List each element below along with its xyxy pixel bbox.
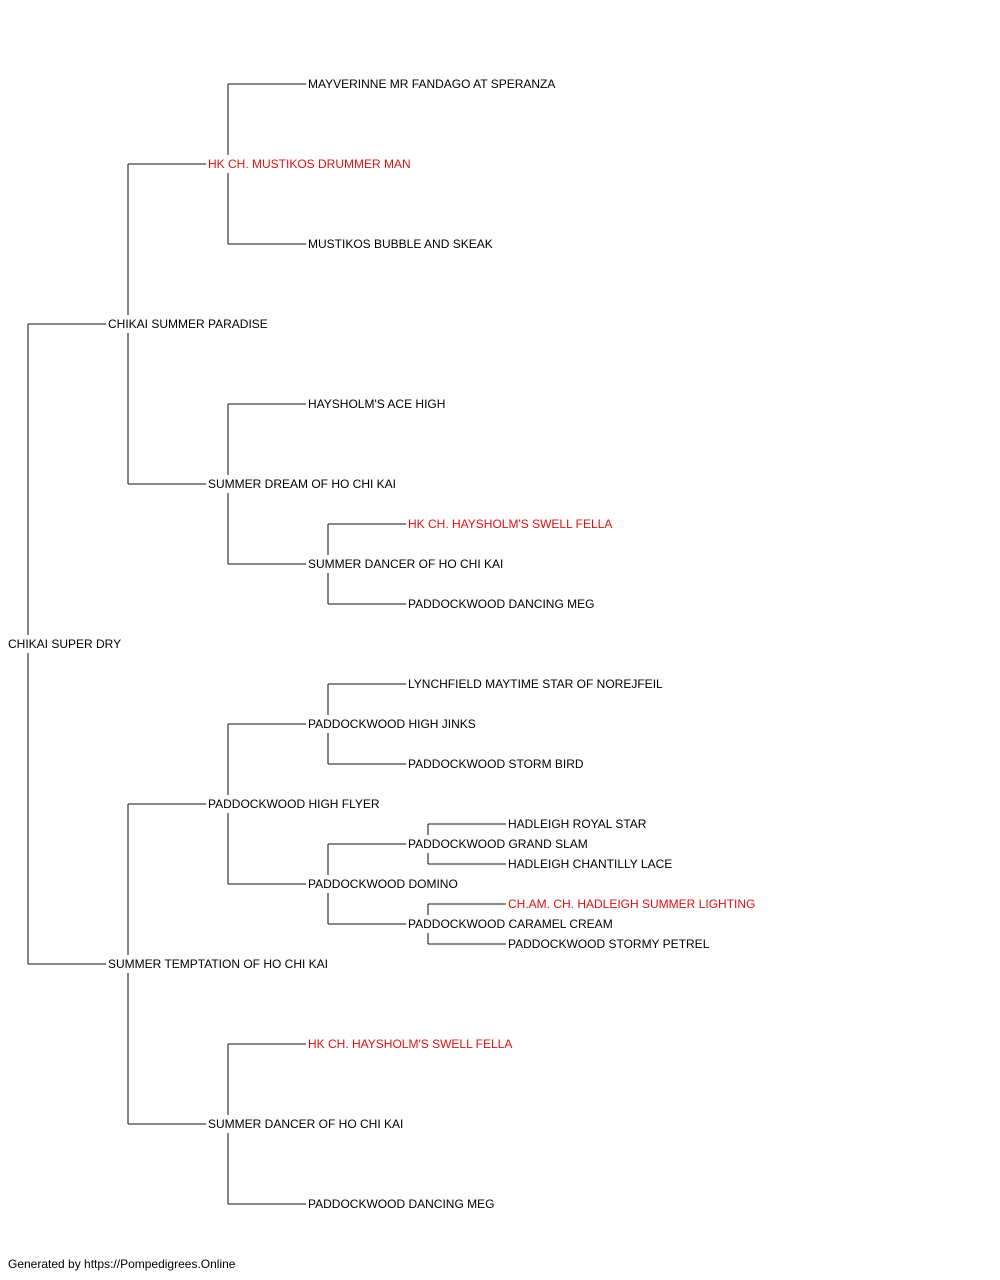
ancestor-name: SUMMER DANCER OF HO CHI KAI: [208, 1117, 406, 1131]
ancestor-name: SUMMER DANCER OF HO CHI KAI: [308, 557, 506, 571]
ancestor-name: PADDOCKWOOD DOMINO: [308, 877, 460, 891]
subject-dog-name: CHIKAI SUPER DRY: [8, 637, 124, 651]
ancestor-name: HAYSHOLM'S ACE HIGH: [308, 397, 448, 411]
ancestor-name: HADLEIGH CHANTILLY LACE: [508, 857, 675, 871]
ancestor-name: MAYVERINNE MR FANDAGO AT SPERANZA: [308, 77, 558, 91]
ancestor-name: HK CH. HAYSHOLM'S SWELL FELLA: [408, 517, 615, 531]
ancestor-name: PADDOCKWOOD STORMY PETREL: [508, 937, 712, 951]
ancestor-name: CHIKAI SUMMER PARADISE: [108, 317, 270, 331]
ancestor-name: PADDOCKWOOD DANCING MEG: [308, 1197, 497, 1211]
ancestor-name: HK CH. HAYSHOLM'S SWELL FELLA: [308, 1037, 515, 1051]
ancestor-name: PADDOCKWOOD CARAMEL CREAM: [408, 917, 615, 931]
ancestor-name: PADDOCKWOOD STORM BIRD: [408, 757, 586, 771]
ancestor-name: SUMMER TEMPTATION OF HO CHI KAI: [108, 957, 331, 971]
ancestor-name: HK CH. MUSTIKOS DRUMMER MAN: [208, 157, 413, 171]
ancestor-name: PADDOCKWOOD DANCING MEG: [408, 597, 597, 611]
ancestor-name: CH.AM. CH. HADLEIGH SUMMER LIGHTING: [508, 897, 758, 911]
ancestor-name: PADDOCKWOOD HIGH JINKS: [308, 717, 478, 731]
ancestor-name: HADLEIGH ROYAL STAR: [508, 817, 649, 831]
ancestor-name: PADDOCKWOOD GRAND SLAM: [408, 837, 590, 851]
ancestor-name: LYNCHFIELD MAYTIME STAR OF NOREJFEIL: [408, 677, 665, 691]
ancestor-name: SUMMER DREAM OF HO CHI KAI: [208, 477, 399, 491]
ancestor-name: PADDOCKWOOD HIGH FLYER: [208, 797, 382, 811]
footer-credit: Generated by https://Pompedigrees.Online: [8, 1257, 236, 1271]
ancestor-name: MUSTIKOS BUBBLE AND SKEAK: [308, 237, 495, 251]
